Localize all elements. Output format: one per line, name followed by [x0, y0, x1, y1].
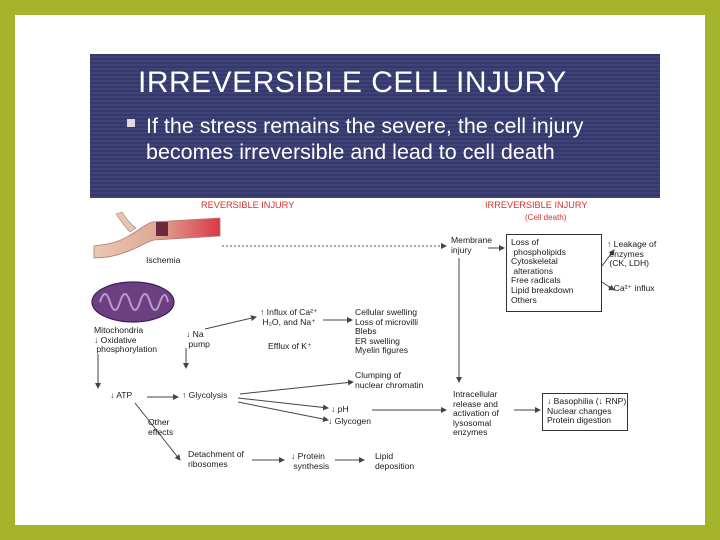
- reversible-injury-header: REVERSIBLE INJURY: [201, 200, 295, 210]
- irreversible-injury-header: IRREVERSIBLE INJURY: [485, 200, 588, 210]
- membrane-effects-list: Loss of phospholipids Cytoskeletal alter…: [511, 237, 574, 305]
- cellular-swelling-label: Cellular swelling Loss of microvilli Ble…: [355, 307, 419, 356]
- ca-influx-label: ↑ Ca²⁺ influx: [607, 283, 655, 293]
- glycolysis-label: ↑ Glycolysis: [182, 390, 228, 400]
- detachment-label: Detachment of ribosomes: [188, 449, 244, 469]
- blood-vessel-icon: [93, 211, 221, 259]
- mitochondria-icon: [91, 281, 175, 323]
- cell-injury-diagram: REVERSIBLE INJURY IRREVERSIBLE INJURY (C…: [90, 198, 660, 473]
- other-effects-label: Other effects: [148, 417, 174, 437]
- lysosomal-effects-box: ↓ Basophilia (↓ RNP) Nuclear changes Pro…: [542, 393, 628, 431]
- na-pump-label: ↓ Na pump: [186, 329, 210, 349]
- clumping-label: Clumping of nuclear chromatin: [355, 370, 424, 390]
- slide-title: IRREVERSIBLE CELL INJURY: [138, 66, 567, 99]
- efflux-label: Efflux of K⁺: [268, 341, 312, 351]
- membrane-injury-label: Membrane injury: [451, 235, 493, 255]
- diagram-graphics: [91, 211, 615, 463]
- ischemia-label: Ischemia: [146, 255, 181, 265]
- mitochondria-label: Mitochondria ↓ Oxidative phosphorylation: [94, 325, 158, 355]
- influx-label: ↑ Influx of Ca²⁺ H₂O, and Na⁺: [260, 307, 318, 327]
- atp-label: ↓ ATP: [110, 390, 133, 400]
- membrane-effects-box: Loss of phospholipids Cytoskeletal alter…: [506, 234, 602, 312]
- leakage-label: ↑ Leakage of enzymes (CK, LDH): [607, 239, 657, 269]
- lysosomal-effects-list: ↓ Basophilia (↓ RNP) Nuclear changes Pro…: [547, 396, 627, 426]
- bullet-text: If the stress remains the severe, the ce…: [146, 114, 584, 164]
- title-banner: [90, 54, 660, 198]
- protein-synthesis-label: ↓ Protein synthesis: [291, 451, 330, 471]
- lipid-deposition-label: Lipid deposition: [375, 451, 415, 471]
- ph-label: ↓ pH: [331, 404, 349, 414]
- intracellular-release-label: Intracellular release and activation of …: [453, 389, 499, 438]
- cell-death-subheader: (Cell death): [525, 213, 567, 222]
- bullet-square-icon: [127, 119, 135, 127]
- glycogen-label: ↓ Glycogen: [328, 416, 371, 426]
